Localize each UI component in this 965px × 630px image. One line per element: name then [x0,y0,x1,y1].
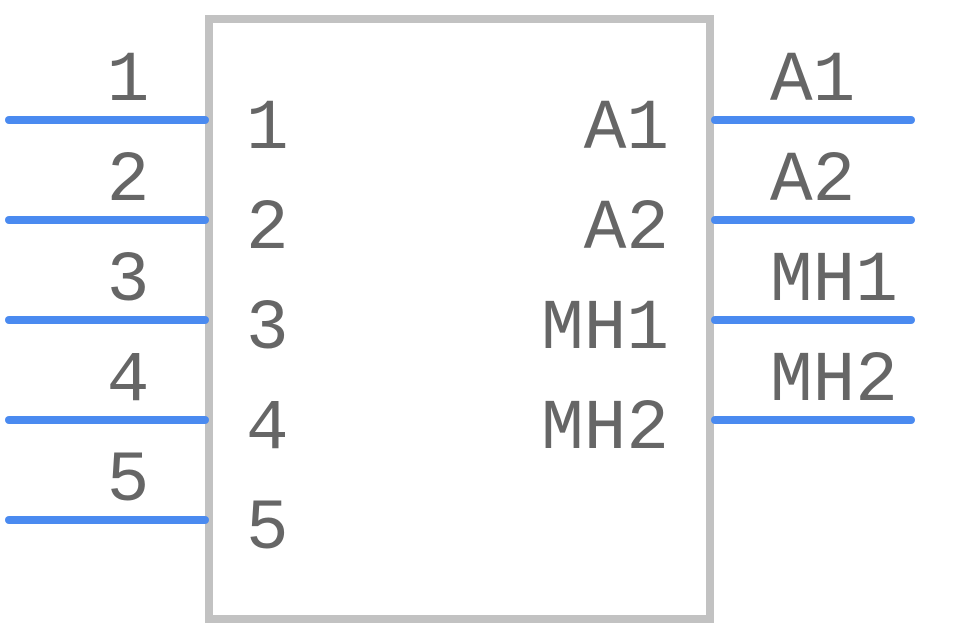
pin-name: 4 [246,390,289,470]
pin-name: A2 [584,190,669,270]
right-pin-a2: A2 A2 [584,142,915,270]
left-pin-4: 4 4 [5,342,289,470]
right-pin-mh2: MH2 MH2 [541,342,915,470]
pin-number: A1 [770,42,855,122]
pin-number: 5 [107,442,150,522]
pin-name: 2 [246,190,289,270]
pin-name: A1 [584,90,669,170]
left-pin-3: 3 3 [5,242,289,370]
pin-number: MH1 [770,242,898,322]
pin-number: 4 [107,342,150,422]
right-pin-a1: A1 A1 [584,42,915,170]
pin-name: 5 [246,490,289,570]
pin-number: 1 [107,42,150,122]
component-body [205,15,714,623]
pin-number: 2 [107,142,150,222]
left-pin-2: 2 2 [5,142,289,270]
pin-number: 3 [107,242,150,322]
left-pin-5: 5 5 [5,442,289,570]
right-pin-mh1: MH1 MH1 [541,242,915,370]
pin-name: MH2 [541,390,669,470]
left-pin-1: 1 1 [5,42,289,170]
pin-number: A2 [770,142,855,222]
pin-name: MH1 [541,290,669,370]
pin-name: 1 [246,90,289,170]
pin-number: MH2 [770,342,898,422]
pin-name: 3 [246,290,289,370]
